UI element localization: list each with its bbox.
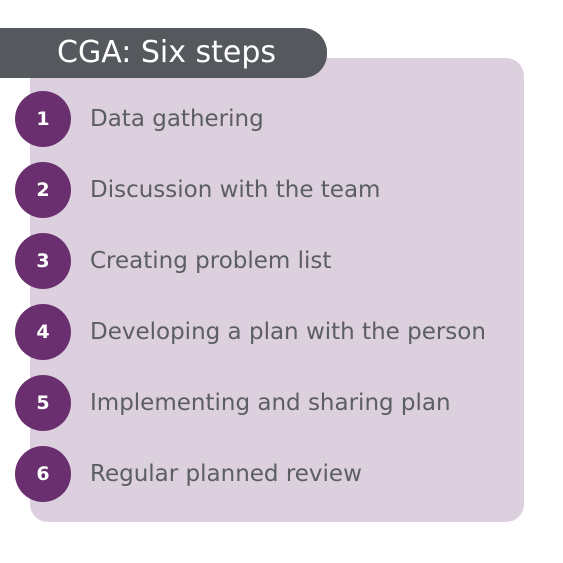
step-number-badge: 6: [15, 446, 71, 502]
step-item-1: 1 Data gathering: [15, 91, 535, 147]
step-number-badge: 1: [15, 91, 71, 147]
steps-card: [30, 58, 524, 522]
step-number-badge: 2: [15, 162, 71, 218]
step-item-2: 2 Discussion with the team: [15, 162, 535, 218]
step-number-badge: 3: [15, 233, 71, 289]
step-number-badge: 5: [15, 375, 71, 431]
step-item-4: 4 Developing a plan with the person: [15, 304, 535, 360]
step-item-5: 5 Implementing and sharing plan: [15, 375, 535, 431]
step-label: Regular planned review: [90, 461, 362, 487]
step-label: Data gathering: [90, 106, 264, 132]
step-number-badge: 4: [15, 304, 71, 360]
step-label: Creating problem list: [90, 248, 332, 274]
page-title: CGA: Six steps: [57, 35, 277, 70]
step-label: Implementing and sharing plan: [90, 390, 451, 416]
step-item-6: 6 Regular planned review: [15, 446, 535, 502]
step-label: Developing a plan with the person: [90, 319, 486, 345]
step-item-3: 3 Creating problem list: [15, 233, 535, 289]
step-label: Discussion with the team: [90, 177, 381, 203]
title-banner: CGA: Six steps: [0, 28, 327, 78]
